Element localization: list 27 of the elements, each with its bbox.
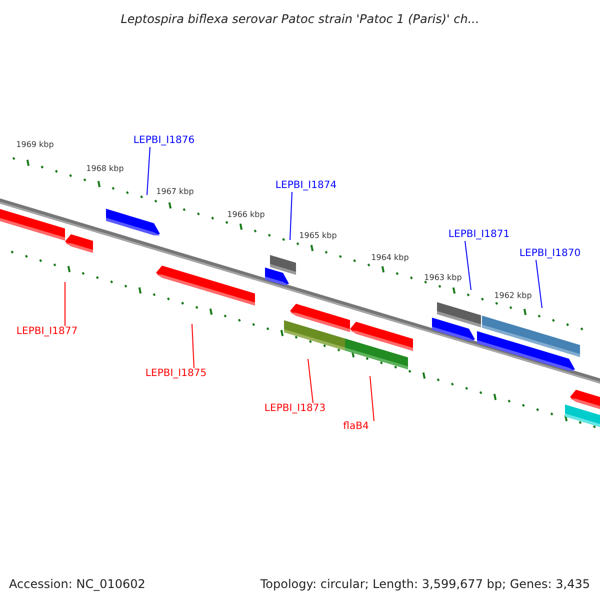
scale-label: 1966 kbp: [227, 210, 265, 220]
leader-line: [64, 282, 66, 326]
leader-line: [464, 240, 472, 290]
scale-label: 1962 kbp: [494, 291, 532, 301]
gene-label: LEPBI_I1871: [448, 229, 510, 241]
accession-text: Accession: NC_010602: [9, 576, 146, 593]
scale-label: 1964 kbp: [371, 253, 409, 263]
genome-info-text: Topology: circular; Length: 3,599,677 bp; Genes: 3,435: [260, 576, 590, 593]
gene-label: LEPBI_I1877: [16, 326, 78, 338]
gene-label: LEPBI_I1875: [145, 368, 207, 380]
gene-label: LEPBI_I1870: [519, 248, 581, 260]
leader-line: [146, 146, 150, 196]
scale-label: 1969 kbp: [16, 140, 54, 150]
leader-line: [290, 192, 292, 240]
leader-line: [308, 358, 314, 404]
gene-label: LEPBI_I1874: [275, 180, 337, 192]
scale-label: 1968 kbp: [86, 164, 124, 174]
gene-label: LEPBI_I1873: [264, 403, 326, 415]
title: Leptospira biflexa serovar Patoc strain 'Patoc 1 (Paris)' ch...: [120, 11, 480, 28]
leader-line: [536, 260, 542, 308]
leader-line: [192, 324, 194, 368]
scale-label: 1963 kbp: [424, 273, 462, 283]
scale-label: 1967 kbp: [156, 187, 194, 197]
gene-label: LEPBI_I1876: [133, 135, 195, 147]
gene-label: flaB4: [343, 421, 369, 433]
leader-line: [370, 376, 374, 422]
scale-label: 1965 kbp: [299, 231, 337, 241]
